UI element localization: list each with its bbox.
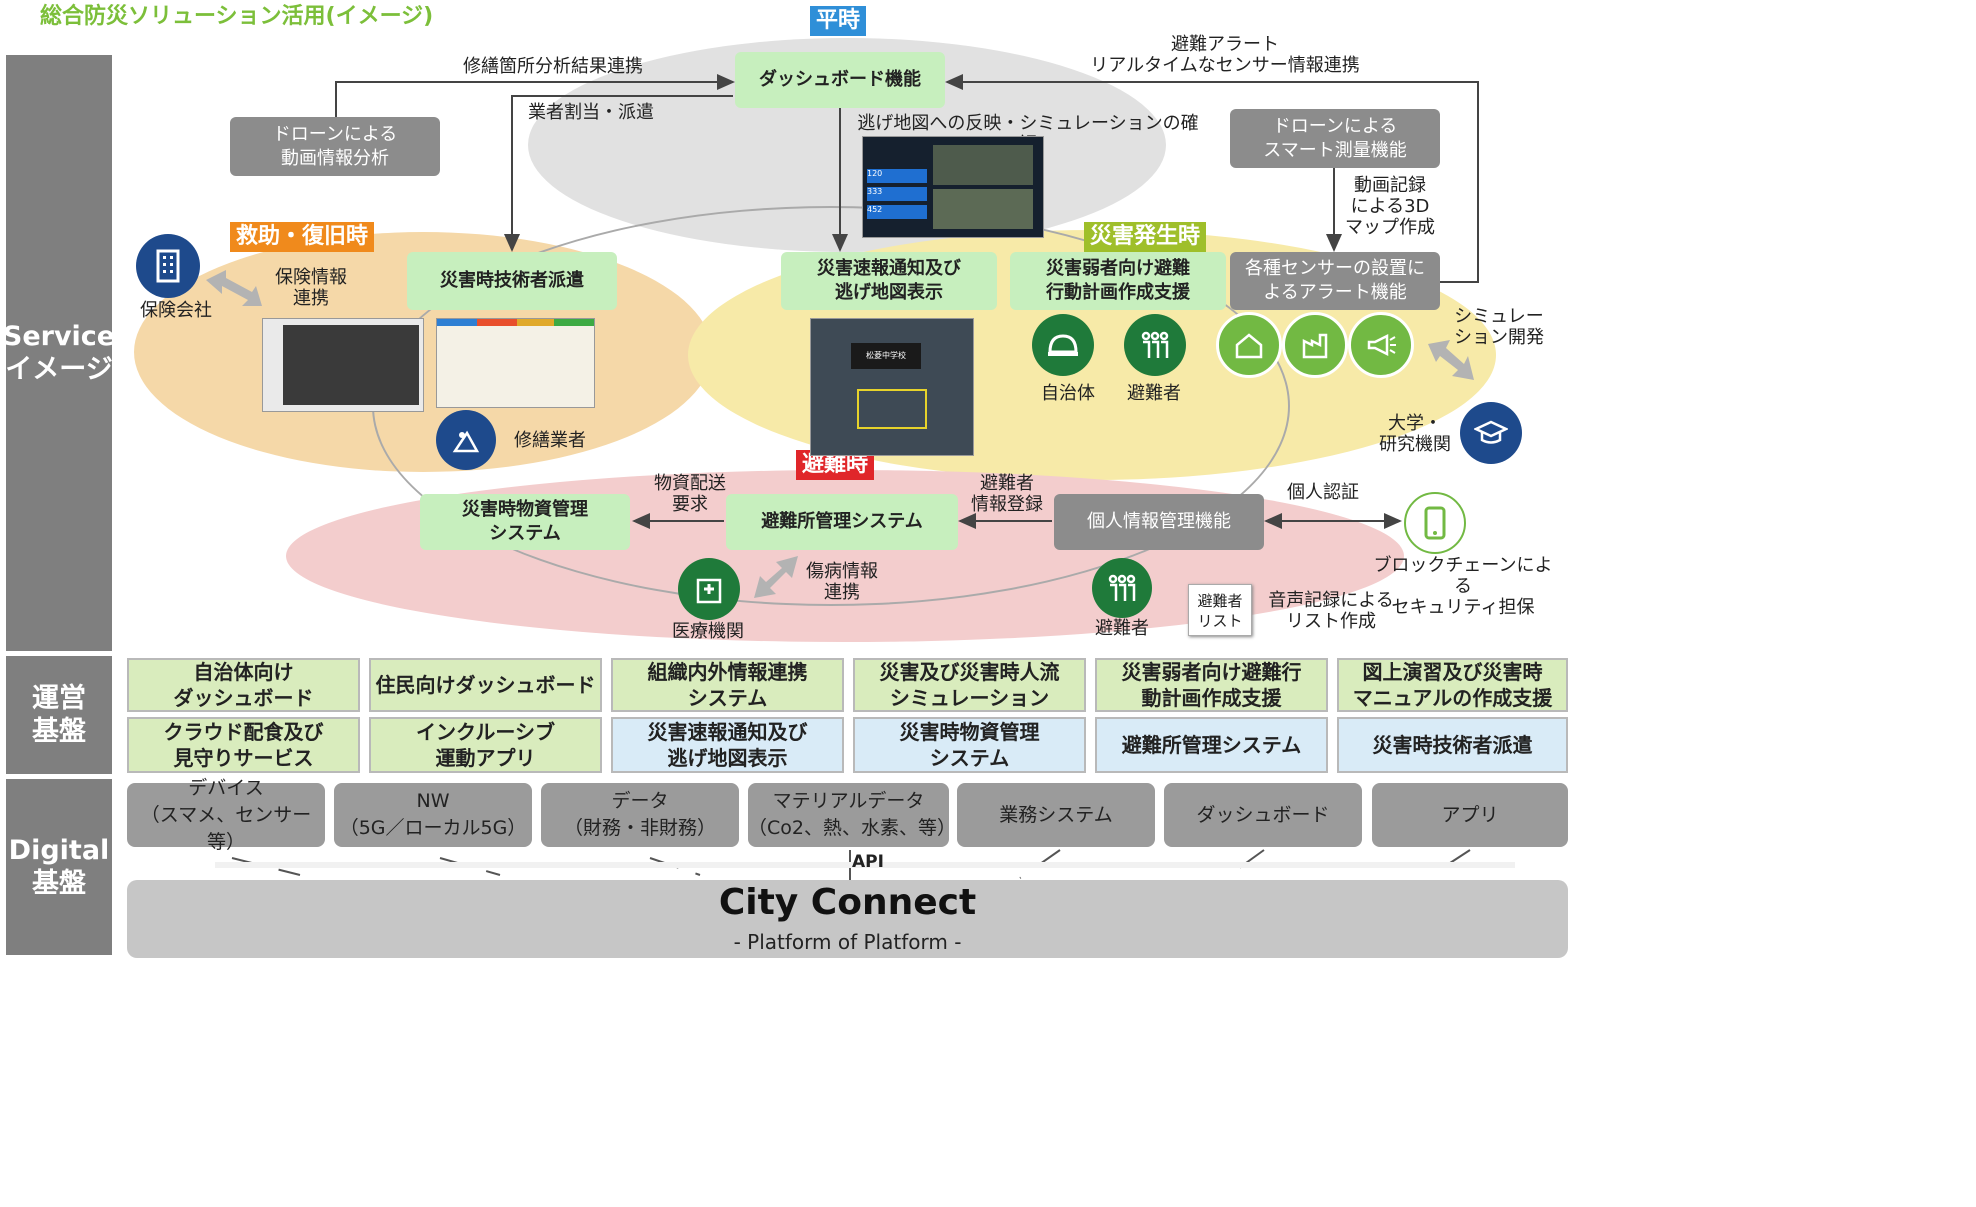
sidebar-operation: 運営 基盤 [6, 656, 112, 774]
evacuee-label-2: 避難者 [1095, 618, 1149, 639]
supplies-box: 災害時物資管理 システム [420, 494, 630, 550]
tag-peacetime: 平時 [810, 6, 867, 36]
stat-2: 333 [867, 187, 927, 201]
simulation-label: シミュレー ション開発 [1454, 306, 1544, 348]
repair-worker-icon [436, 410, 496, 470]
register-label: 避難者 情報登録 [971, 473, 1043, 515]
platform-subtitle: - Platform of Platform - [733, 930, 962, 954]
contractor-label: 修繕業者 [514, 430, 586, 451]
repair-screenshot [262, 318, 424, 412]
connector-arrows [206, 74, 1515, 880]
op-cell-1: 自治体向け ダッシュボード [127, 658, 360, 712]
header-seg-1 [437, 319, 477, 326]
school-label: 松菱中学校 [851, 343, 921, 369]
digital-material-data: マテリアルデータ （Co2、熱、水素、等） [748, 783, 956, 847]
drone-video-box: ドローンによる 動画情報分析 [230, 117, 440, 176]
drone-survey-box: ドローンによる スマート測量機能 [1230, 109, 1440, 168]
api-label: API [852, 852, 884, 872]
digital-network: NW （5G／ローカル5G） [334, 783, 532, 847]
aerial-photo [283, 325, 419, 405]
op-cell-8: インクルーシブ 運動アプリ [369, 717, 602, 773]
insurance-info-label: 保険情報 連携 [275, 267, 347, 309]
platform-name: City Connect [718, 882, 977, 923]
quick-report-box: 災害速報通知及び 逃げ地図表示 [781, 252, 997, 310]
hospital-icon [678, 558, 740, 620]
city-connect-platform: City Connect - Platform of Platform - [127, 880, 1568, 958]
evacuee-group-icon [1124, 314, 1186, 376]
municipality-label: 自治体 [1041, 383, 1095, 404]
evacuation-map: 松菱中学校 [810, 318, 974, 456]
op-cell-3: 組織内外情報連携 システム [611, 658, 844, 712]
building-icon [136, 234, 200, 298]
helmet-icon [1032, 314, 1094, 376]
op-cell-7: クラウド配食及び 見守りサービス [127, 717, 360, 773]
university-label: 大学・ 研究機関 [1379, 413, 1451, 455]
evacuee-label: 避難者 [1127, 383, 1181, 404]
tag-rescue: 救助・復旧時 [230, 222, 375, 252]
dashboard-box: ダッシュボード機能 [735, 52, 945, 108]
header-seg-3 [517, 319, 554, 326]
label-assign: 業者割当・派遣 [528, 102, 654, 123]
blockchain-label: ブロックチェーンによる セキュリティ担保 [1373, 555, 1553, 618]
engineer-dispatch-box: 災害時技術者派遣 [407, 252, 617, 310]
stat-1: 120 [867, 169, 927, 183]
auth-label: 個人認証 [1287, 482, 1359, 503]
page-title: 総合防災ソリューション活用(イメージ) [40, 4, 434, 29]
vulnerable-support-box: 災害弱者向け避難 行動計画作成支援 [1010, 252, 1226, 310]
shelter-box: 避難所管理システム [726, 494, 958, 550]
injury-label: 傷病情報 連携 [806, 561, 878, 603]
insurance-co-label: 保険会社 [140, 300, 212, 321]
op-cell-9: 災害速報通知及び 逃げ地図表示 [611, 717, 844, 773]
digital-dashboard: ダッシュボード [1164, 783, 1362, 847]
dashboard-screenshot: 120 333 452 [862, 136, 1044, 238]
sidebar-service: Service イメージ [3, 55, 115, 651]
voice-record-label: 音声記録による リスト作成 [1268, 590, 1394, 632]
label-video-3d: 動画記録 による3D マップ作成 [1345, 175, 1435, 238]
op-cell-12: 災害時技術者派遣 [1337, 717, 1568, 773]
request-label: 物資配送 要求 [654, 473, 726, 515]
graduation-cap-icon [1460, 402, 1522, 464]
label-alert-link: 避難アラート リアルタイムなセンサー情報連携 [1090, 34, 1360, 76]
evacuee-group-icon-2 [1092, 558, 1152, 618]
op-cell-5: 災害弱者向け避難行 動計画作成支援 [1095, 658, 1328, 712]
personal-info-box: 個人情報管理機能 [1054, 494, 1264, 550]
op-cell-4: 災害及び災害時人流 シミュレーション [853, 658, 1086, 712]
terrain-view [933, 145, 1033, 185]
sidebar-digital: Digital 基盤 [6, 779, 112, 955]
header-seg-4 [554, 319, 594, 326]
sensor-alert-box: 各種センサーの設置に よるアラート機能 [1230, 252, 1440, 310]
digital-device: デバイス （スマメ、センサー等） [127, 777, 325, 853]
digital-app: アプリ [1372, 783, 1568, 847]
factory-icon [1282, 312, 1348, 378]
stat-3: 452 [867, 205, 927, 219]
digital-business-system: 業務システム [957, 783, 1155, 847]
op-cell-6: 図上演習及び災害時 マニュアルの作成支援 [1337, 658, 1568, 712]
op-cell-11: 避難所管理システム [1095, 717, 1328, 773]
label-repair-link: 修繕箇所分析結果連携 [463, 56, 643, 77]
dispatch-screenshot [436, 318, 595, 408]
op-cell-10: 災害時物資管理 システム [853, 717, 1086, 773]
terrain-view-2 [933, 189, 1033, 229]
evacuation-zone-outline [857, 389, 927, 429]
tag-disaster: 災害発生時 [1084, 222, 1207, 252]
digital-data: データ （財務・非財務） [541, 783, 739, 847]
header-seg-2 [477, 319, 517, 326]
medical-label: 医療機関 [672, 621, 744, 642]
evacuee-list-card: 避難者 リスト [1188, 584, 1252, 636]
flood-house-icon [1216, 312, 1282, 378]
smartphone-icon [1404, 492, 1466, 554]
op-cell-2: 住民向けダッシュボード [369, 658, 602, 712]
megaphone-icon [1348, 312, 1414, 378]
